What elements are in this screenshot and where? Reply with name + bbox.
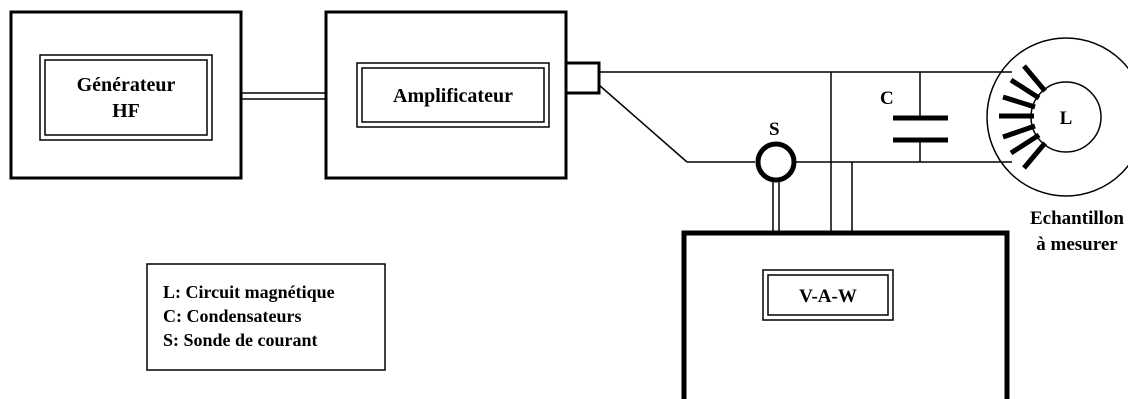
sample-label-line1: Echantillon [1030,208,1124,229]
generator-amplifier-link [241,92,326,100]
generator-block: Générateur HF [9,10,243,180]
probe-label: S [769,119,780,140]
legend-item-core: L: Circuit magnétique [163,282,335,302]
legend-item-capacitor: C: Condensateurs [163,306,302,326]
legend: L: Circuit magnétique C: Condensateurs S… [146,263,386,371]
current-probe: S [755,119,797,183]
circuit-wiring [598,71,1012,233]
core-label: L [1060,108,1073,129]
winding-turns [999,64,1047,170]
legend-item-probe: S: Sonde de courant [163,330,318,350]
meter-block: V-A-W [681,230,1010,399]
amplifier-label: Amplificateur [393,85,513,107]
generator-label-line1: Générateur [77,74,176,96]
capacitor: C [880,88,948,143]
amplifier-output-terminal [564,61,601,95]
amplifier-block: Amplificateur [324,10,601,180]
capacitor-label: C [880,88,894,109]
generator-label-line2: HF [112,100,140,122]
sample-label-line2: à mesurer [1036,234,1118,255]
toroid-sample: L [986,37,1128,197]
meter-label: V-A-W [799,286,857,307]
